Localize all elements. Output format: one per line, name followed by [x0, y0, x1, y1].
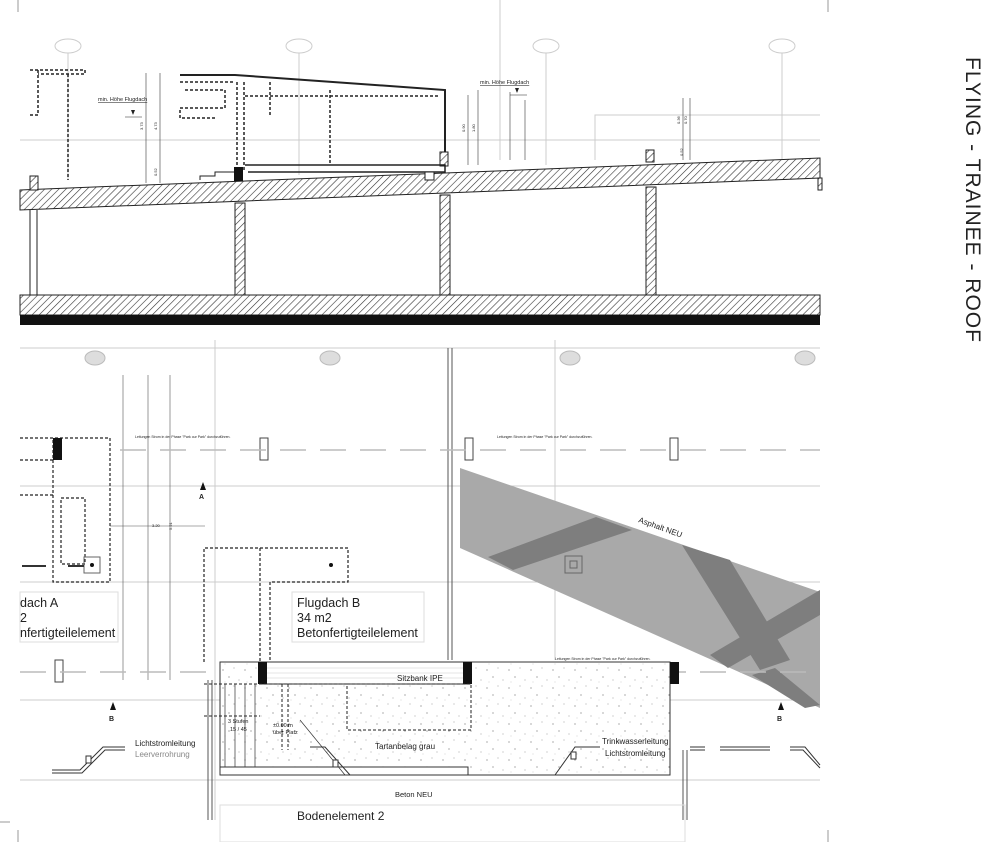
- dimension-label: 1.80: [471, 123, 476, 132]
- dimension-label: 3.73: [139, 121, 144, 130]
- flugdach-b-name: Flugdach B: [297, 596, 360, 610]
- flugdach-b-area: 34 m2: [297, 611, 332, 625]
- bench-outline: [204, 683, 472, 750]
- flugdach-b-type: Betonfertigteilelement: [297, 626, 418, 640]
- flugdach-a-name: dach A: [20, 596, 59, 610]
- section-marker-b: B: [109, 716, 114, 723]
- level-sub-label: über Platz: [273, 730, 298, 736]
- plan-view: 3.20 5.21 Asphalt NEU: [19, 340, 821, 842]
- dimension-label: 0.70: [683, 115, 688, 124]
- asphalt-area: [460, 468, 820, 708]
- dimension-label: 0.52: [679, 147, 684, 156]
- utility-posts: [54, 437, 679, 683]
- min-height-label: min. Höhe Flugdach: [98, 97, 147, 103]
- dimension-label: 4.73: [153, 121, 158, 130]
- beton-label: Beton NEU: [395, 790, 433, 799]
- base-slab: [19, 294, 821, 316]
- flugdach-b-outline: [203, 547, 349, 662]
- dimension-label: 5.21: [168, 521, 173, 530]
- dimension-label: 0.90: [461, 123, 466, 132]
- dimension-label: 0.52: [153, 167, 158, 176]
- dimension-label: 3.20: [152, 523, 161, 528]
- dimension-label: 0.36: [676, 115, 681, 124]
- street-lamps: [20, 0, 820, 180]
- sloped-slab: [19, 157, 821, 211]
- water-line-label: Trinkwasserleitung: [602, 737, 668, 746]
- flugdach-a-outline: [20, 437, 111, 583]
- crop-marks: [0, 0, 829, 842]
- flugdach-a-type: nfertigteilelement: [20, 626, 116, 640]
- note-text: Leitungen Strom in der Phase "Park our P…: [555, 657, 651, 661]
- ground-band: [20, 315, 820, 325]
- stairs-sub-label: 15 / 45: [230, 727, 247, 733]
- bodenelement-label: Bodenelement 2: [297, 809, 385, 823]
- light-line-label: Lichtstromleitung: [135, 739, 195, 748]
- level-label: ±0.00 m: [273, 723, 293, 729]
- empty-conduit-label: Leerverrohrung: [135, 750, 190, 759]
- note-text: Leitungen Strom in der Phase "Park our P…: [497, 435, 593, 439]
- flugdach-section: [30, 69, 446, 180]
- tartan-label: Tartanbelag grau: [375, 742, 435, 751]
- utility-lines: [52, 746, 821, 776]
- stairs-label: 3 Stufen: [228, 719, 249, 725]
- light-line-label: Lichtstromleitung: [605, 749, 665, 758]
- dimension-lines: [145, 73, 691, 183]
- drawing-title-text: FLYING - TRAINEE - ROOF: [961, 57, 984, 343]
- min-height-label: min. Höhe Flugdach: [480, 80, 529, 86]
- section-marker-a: A: [199, 494, 204, 501]
- section-marker-b: B: [777, 716, 782, 723]
- sitzbank-label: Sitzbank IPE: [397, 674, 443, 683]
- note-text: Leitungen Strom in der Phase "Park our P…: [135, 435, 231, 439]
- drawing-title: FLYING - TRAINEE - ROOF: [952, 57, 992, 343]
- flugdach-a-area: 2: [20, 611, 27, 625]
- section-view: 3.73 4.73 0.52 0.90 1.80 0.36 0.70 0.52 …: [19, 0, 823, 325]
